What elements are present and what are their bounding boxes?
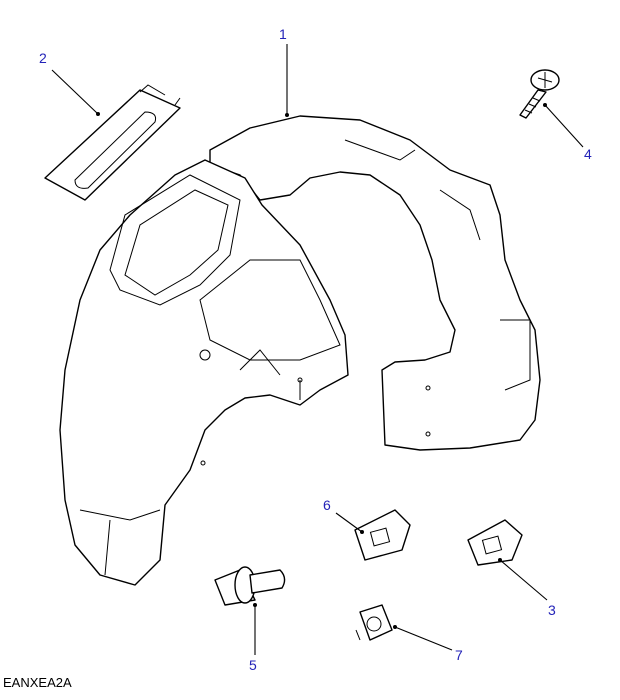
callout-1[interactable]: 1 [279,26,287,42]
callout-3[interactable]: 3 [548,602,556,618]
callout-7[interactable]: 7 [455,647,463,663]
clip-part-3[interactable] [467,519,523,566]
clip-part-6[interactable] [354,509,411,561]
leader-lines [51,44,584,655]
callout-2[interactable]: 2 [39,50,47,66]
callout-4[interactable]: 4 [584,146,592,162]
push-rivet-part[interactable] [214,566,286,606]
callout-6[interactable]: 6 [323,497,331,513]
nut-part[interactable] [355,604,393,641]
screw-part[interactable] [519,69,560,119]
callout-5[interactable]: 5 [249,657,257,673]
wheel-arch-liner-part[interactable] [59,115,541,586]
access-cover-part[interactable] [44,84,181,201]
diagram-reference-code: EANXEA2A [3,675,72,690]
